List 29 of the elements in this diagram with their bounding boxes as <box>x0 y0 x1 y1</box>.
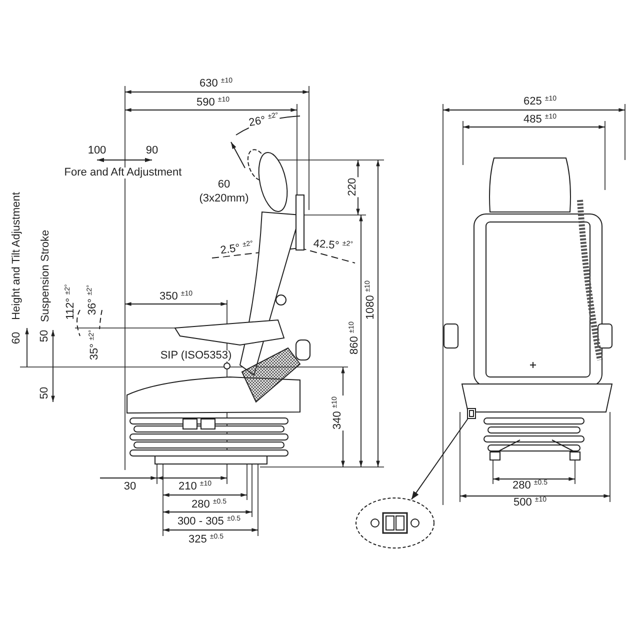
switch-panel <box>467 408 476 419</box>
dimension-label: 280 $^{±0.5}$ <box>512 480 548 492</box>
dimension-label: 220 <box>348 176 358 198</box>
annotation-label: Fore and Aft Adjustment <box>63 168 183 178</box>
dimension-label: 90 <box>144 146 160 156</box>
dimension-label: 300 - 305 $^{±0.5}$ <box>176 516 242 528</box>
angle-label: 2.5° $^{±2°}$ <box>218 241 256 257</box>
angle-label: 26° $^{±2°}$ <box>247 112 281 130</box>
dimension-label: 100 <box>86 146 108 156</box>
leader-line <box>411 418 468 500</box>
dimension-label: 500 $^{±10}$ <box>512 498 548 508</box>
dimension-label: 590 $^{±10}$ <box>195 98 231 108</box>
annotation-label: (3x20mm) <box>198 194 250 204</box>
dimension-label: 60 <box>216 180 232 190</box>
dimension-label: 50 <box>40 328 50 344</box>
dimension-label: 210 $^{±10}$ <box>177 482 213 492</box>
dimension-label: 625 $^{±10}$ <box>522 96 558 108</box>
dimension-label: 30 <box>122 482 138 492</box>
dimension-label: 60 <box>12 330 22 346</box>
dimension-label: 630 $^{±10}$ <box>198 78 234 90</box>
dimension-label: 350 $^{±10}$ <box>158 292 194 302</box>
annotation-label: Height and Tilt Adjustment <box>12 191 22 321</box>
dimension-label: 325 $^{±0.5}$ <box>188 534 224 546</box>
dimension-label: 280 $^{±0.5}$ <box>190 500 228 510</box>
switch-detail-view <box>355 497 435 549</box>
annotation-label: Suspension Stroke <box>40 228 52 324</box>
dimension-label: 485 $^{±10}$ <box>522 114 558 126</box>
dimension-label: 50 <box>40 386 50 400</box>
annotation-label: SIP (ISO5353) <box>159 350 233 362</box>
